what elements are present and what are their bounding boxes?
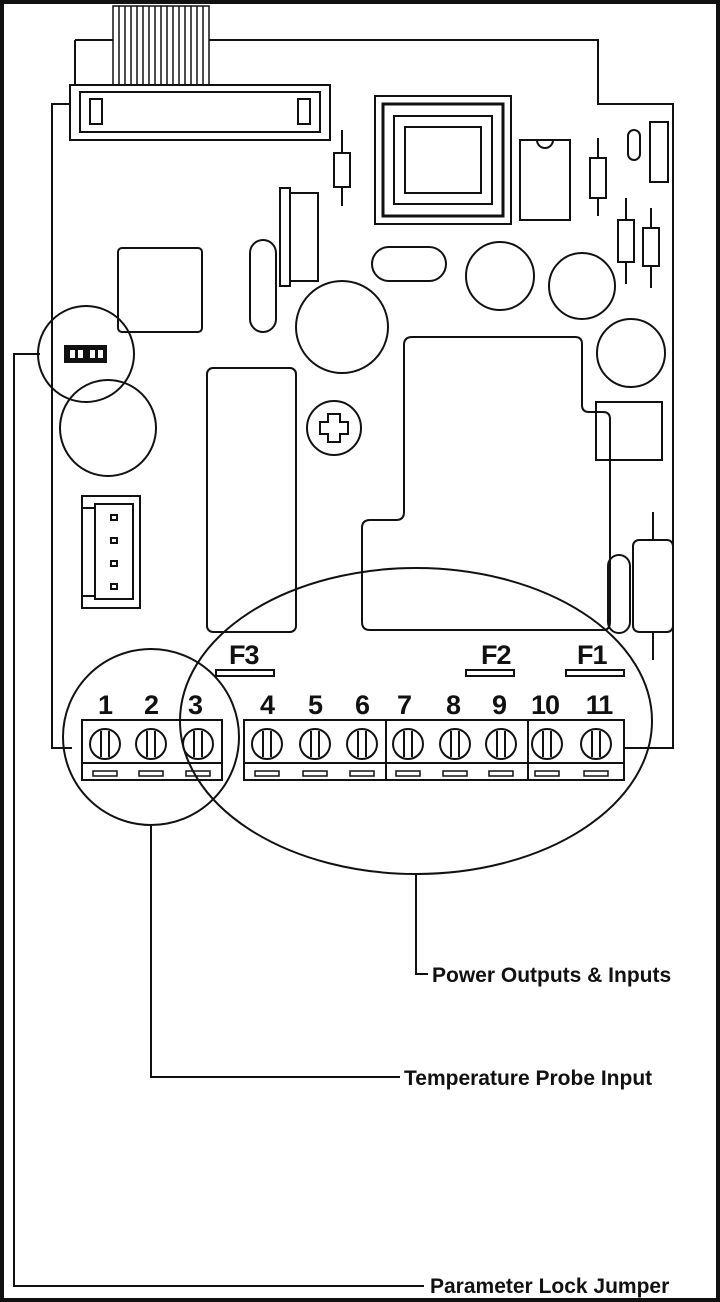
relay-area <box>361 336 611 631</box>
terminal-number: 5 <box>308 690 323 720</box>
ribbon-connector <box>69 84 331 141</box>
terminal-number: 2 <box>144 690 158 720</box>
pin-connector <box>81 495 141 609</box>
capacitor <box>596 318 666 388</box>
diode <box>333 130 351 206</box>
fuse-label-f2: F2 <box>481 640 511 670</box>
terminal-screw-icon[interactable] <box>299 728 331 777</box>
fuse-marker <box>565 669 625 677</box>
board-outline <box>51 39 674 749</box>
terminal-screw-icon[interactable] <box>485 728 517 777</box>
diode-2 <box>617 198 635 284</box>
fuse-marker <box>465 669 515 677</box>
mounting-screw-icon <box>306 400 362 456</box>
small-component <box>649 121 669 183</box>
parameter-lock-jumper <box>64 345 107 363</box>
large-capacitor <box>295 280 389 374</box>
terminal-screw-icon[interactable] <box>531 728 563 777</box>
terminal-number: 11 <box>586 690 614 720</box>
terminal-screw-icon[interactable] <box>89 728 121 777</box>
capacitor <box>548 252 616 320</box>
terminal-screw-icon[interactable] <box>346 728 378 777</box>
diode-3 <box>642 208 660 288</box>
terminal-screw-icon[interactable] <box>392 728 424 777</box>
terminal-screw-icon[interactable] <box>135 728 167 777</box>
square-component-2 <box>595 401 663 461</box>
terminal-number: 6 <box>355 690 370 720</box>
small-capacitor <box>627 129 641 161</box>
oval-slot <box>249 239 277 333</box>
callout-parameter-lock: Parameter Lock Jumper <box>430 1275 669 1298</box>
terminal-number: 10 <box>531 690 559 720</box>
resistor <box>589 138 607 216</box>
terminal-number: 1 <box>98 690 113 720</box>
leader-line-jumper <box>13 353 424 1287</box>
large-capacitor-2 <box>59 379 157 477</box>
relay <box>206 367 297 633</box>
terminal-number: 9 <box>492 690 507 720</box>
oval-slot-2 <box>371 246 447 282</box>
regulator <box>279 187 319 287</box>
leader-line-probe <box>150 825 400 1078</box>
fuse-marker <box>215 669 275 677</box>
terminal-number: 7 <box>397 690 411 720</box>
leader-line-power <box>415 874 428 975</box>
square-component <box>117 247 203 333</box>
callout-power-outputs: Power Outputs & Inputs <box>432 964 671 987</box>
terminal-number: 8 <box>446 690 461 720</box>
ic-chip <box>519 139 571 221</box>
terminal-screw-icon[interactable] <box>251 728 283 777</box>
oval-slot-3 <box>607 554 631 634</box>
terminal-screw-icon[interactable] <box>580 728 612 777</box>
fuse-label-f1: F1 <box>577 640 607 670</box>
callout-temperature-probe: Temperature Probe Input <box>404 1067 652 1090</box>
resistor-2 <box>632 512 674 660</box>
ribbon-cable <box>112 5 210 87</box>
transformer <box>374 95 512 225</box>
terminal-screw-icon[interactable] <box>439 728 471 777</box>
capacitor <box>465 241 535 311</box>
terminal-number: 4 <box>260 690 275 720</box>
fuse-label-f3: F3 <box>229 640 259 670</box>
terminal-number: 3 <box>188 690 203 720</box>
